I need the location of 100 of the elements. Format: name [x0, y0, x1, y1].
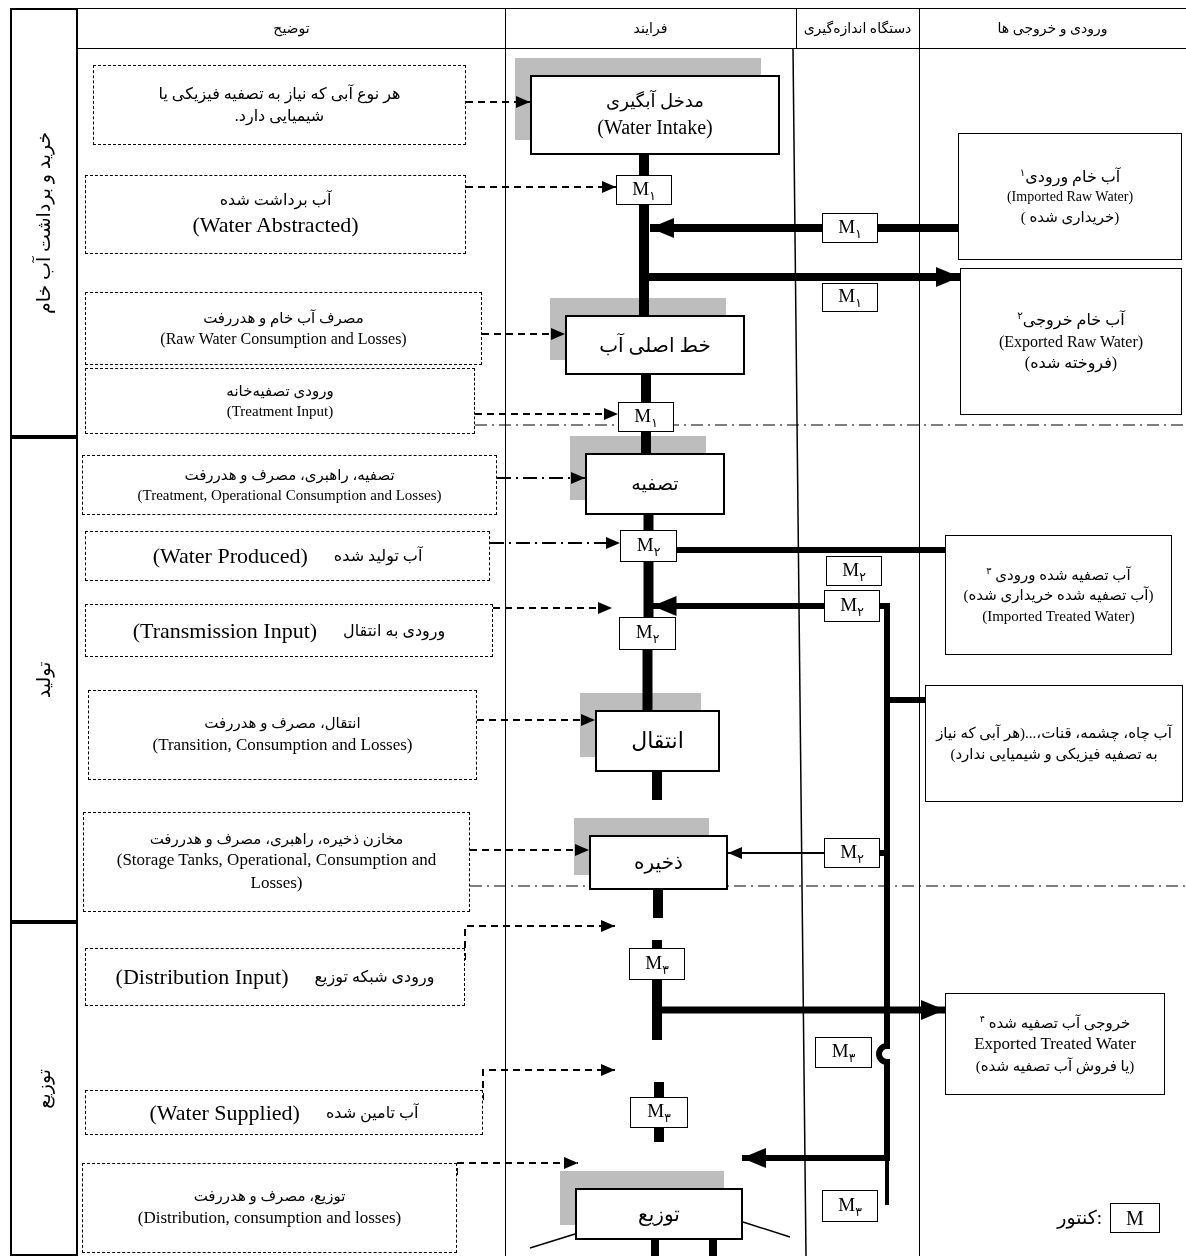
process-box: [575, 1188, 743, 1240]
column-header: دستگاه اندازه‌گیری: [803, 19, 912, 37]
dashed-arrow: [465, 181, 617, 193]
lane-title: توزیع: [32, 1069, 56, 1109]
io-text: (یا فروش آب تصفیه شده): [975, 1056, 1135, 1077]
io-text: آب خام ورودی$^{۱}$: [1019, 165, 1121, 188]
meter-box: [629, 948, 685, 980]
lane-title: خرید و برداشت آب خام: [31, 131, 56, 314]
dashed-arrow: [474, 408, 619, 420]
flow-arrow: [742, 697, 925, 1168]
description-box: [83, 812, 470, 912]
meter-box: [824, 590, 880, 622]
pipe-line: [677, 547, 945, 553]
dashed-arrow: [464, 920, 616, 961]
process-label: ذخیره: [634, 850, 683, 876]
description-box: [82, 1163, 457, 1253]
description-box: [85, 948, 465, 1006]
process-label: انتقال: [631, 727, 684, 756]
pipe-line: [643, 562, 654, 617]
description-text: ورودی شبکه توزیع: [314, 967, 435, 988]
meter-box: [616, 175, 672, 205]
process-label: مدخل آبگیری: [606, 89, 704, 114]
io-text: (خریداری شده ): [1020, 207, 1120, 228]
meter-box: [619, 617, 676, 650]
pipe-line: [643, 515, 654, 530]
description-text: (Raw Water Consumption and Losses): [160, 328, 407, 350]
meter-box: [824, 838, 880, 868]
lane-band: [10, 437, 78, 922]
process-label: (Water Intake): [597, 114, 713, 140]
process-box: [530, 75, 780, 155]
io-box: [960, 268, 1182, 415]
description-text: هر نوع آبی که نیاز به تصفیه فیزیکی یا شیمیایی دارد.: [157, 83, 402, 127]
io-box: [945, 993, 1165, 1095]
description-text: مخازن ذخیره، راهبری، مصرف و هدررفت: [149, 829, 404, 850]
description-text: (Water Abstracted): [192, 211, 359, 240]
dashed-arrow: [476, 714, 596, 726]
io-text: (Imported Raw Water): [1006, 187, 1134, 206]
description-box: [85, 175, 466, 254]
dashed-arrow: [481, 328, 566, 340]
description-text: (Treatment, Operational Consumption and Losses): [137, 486, 442, 505]
description-text: آب تولید شده: [333, 545, 423, 567]
process-box: [595, 710, 720, 772]
description-text: تصفیه، راهبری، مصرف و هدررفت: [184, 465, 395, 485]
column-header: توضیح: [273, 19, 310, 37]
description-text: توزیع، مصرف و هدررفت: [193, 1187, 346, 1207]
io-text: (Exported Raw Water): [998, 331, 1144, 353]
meter-box: [822, 213, 878, 243]
process-label: تصفیه: [631, 472, 679, 497]
dashed-arrow: [465, 96, 531, 108]
description-box: [85, 531, 490, 581]
description-box: [85, 292, 482, 365]
meter-box: [826, 556, 882, 586]
io-text: (فروخته شده): [1024, 353, 1118, 375]
column-header: فرایند: [633, 19, 668, 37]
description-text: ورودی به انتقال: [343, 620, 446, 642]
description-text: (Transition, Consumption and Losses): [152, 733, 413, 756]
io-text: (Imported Treated Water): [982, 606, 1135, 626]
dashed-arrow: [456, 1157, 579, 1176]
pipe-line: [639, 205, 649, 315]
process-label: خط اصلی آب: [599, 332, 711, 358]
io-text: خروجی آب تصفیه شده $^{۴}$: [979, 1011, 1131, 1034]
description-text: مصرف آب خام و هدررفت: [203, 308, 364, 328]
meter-box: [630, 1097, 688, 1128]
dashed-arrow: [469, 844, 590, 856]
lane-band: [10, 922, 78, 1256]
description-box: [85, 368, 475, 434]
pipe-line: [641, 375, 651, 402]
description-text: (Treatment Input): [226, 402, 334, 421]
pipe-line: [639, 155, 649, 175]
io-box: [945, 535, 1172, 655]
flow-arrow: [652, 596, 824, 616]
column-header: ورودی و خروجی ها: [997, 19, 1108, 37]
meter-box: [815, 1037, 872, 1068]
description-box: [93, 65, 466, 145]
description-text: (Distribution Input): [115, 963, 289, 992]
dashed-arrow: [482, 1064, 616, 1101]
description-box: [85, 1090, 483, 1135]
io-text: (آب تصفیه شده خریداری شده): [963, 585, 1154, 606]
io-text: آب تصفیه شده ورودی $^{۳}$: [986, 564, 1131, 586]
description-text: ورودی تصفیه‌خانه: [226, 381, 334, 401]
process-box: [589, 835, 728, 890]
description-text: (Storage Tanks, Operational, Consumption and Losses): [115, 849, 438, 895]
description-box: [82, 455, 497, 515]
description-box: [88, 690, 477, 780]
legend-meter-box: [1110, 1203, 1160, 1233]
lane-band: [10, 8, 78, 437]
process-box: [565, 315, 745, 375]
meter-box: [618, 402, 674, 432]
pipe-line: [641, 432, 651, 453]
description-text: (Water Produced): [152, 542, 308, 571]
process-label: توزیع: [638, 1201, 680, 1228]
lane-title: تولید: [32, 661, 56, 698]
description-text: انتقال، مصرف و هدررفت: [204, 714, 361, 734]
io-box: [958, 133, 1182, 260]
dashed-arrow: [489, 537, 621, 549]
meter-box: [620, 530, 677, 562]
io-text: آب چاه، چشمه، قنات،...(هر آبی که نیاز به تصفیه فیزیکی و شیمیایی ندارد): [934, 723, 1174, 764]
flow-arrow: [727, 847, 825, 859]
description-text: (Water Supplied): [149, 1098, 300, 1127]
description-text: آب تامین شده: [325, 1102, 419, 1124]
